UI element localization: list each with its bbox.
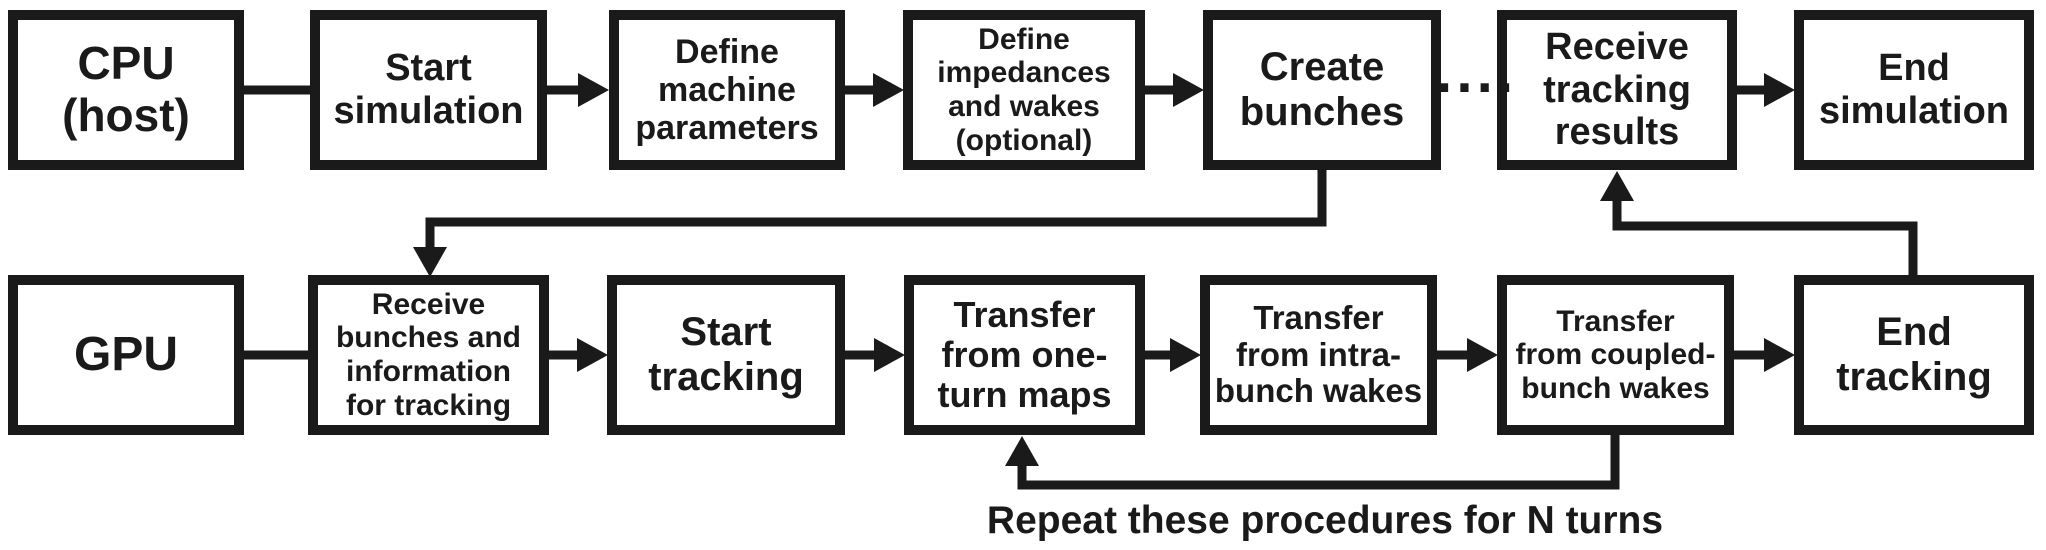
flow-box-start-tracking: Start tracking [607,275,845,435]
flow-box-end-simulation-label: End simulation [1818,47,2010,132]
flow-box-start-simulation: Start simulation [310,10,547,170]
flow-box-end-tracking-label: End tracking [1836,310,1992,399]
arrow-coupled-bunch-to-end-tracking [1730,338,1795,372]
flow-box-gpu-label: GPU [73,328,178,382]
flow-box-gpu: GPU [8,275,244,435]
loop-caption: Repeat these procedures for N turns [986,499,1664,542]
arrow-receive-bunches-to-start-tracking [545,338,608,372]
flow-box-transfer-coupled-bunch-wakes: Transfer from coupled- bunch wakes [1497,275,1734,435]
flow-box-start-tracking-label: Start tracking [648,310,804,399]
flow-box-receive-tracking-results-label: Receive tracking results [1543,26,1691,154]
arrow-end-tracking-to-receive-results [1600,171,1918,279]
flow-box-transfer-coupled-bunch-wakes-label: Transfer from coupled- bunch wakes [1515,304,1716,405]
flow-box-define-impedances-label: Define impedances and wakes (optional) [937,22,1111,157]
flow-box-end-tracking: End tracking [1794,275,2034,435]
flow-box-receive-bunches-label: Receive bunches and information for trac… [335,287,522,422]
arrow-loop-repeat-n-turns [1005,431,1620,490]
flow-box-transfer-intra-bunch-wakes: Transfer from intra- bunch wakes [1200,275,1437,435]
flow-box-start-simulation-label: Start simulation [333,47,524,132]
flow-box-transfer-one-turn-maps: Transfer from one- turn maps [904,275,1145,435]
flow-box-cpu-host: CPU (host) [8,10,244,170]
arrow-intra-bunch-to-coupled-bunch [1433,338,1498,372]
flow-box-create-bunches: Create bunches [1203,10,1441,170]
arrow-define-machine-to-define-impedances [841,73,904,107]
flow-box-end-simulation: End simulation [1794,10,2034,170]
flow-box-receive-bunches: Receive bunches and information for trac… [308,275,549,435]
arrow-one-turn-maps-to-intra-bunch [1141,338,1201,372]
flow-box-define-impedances: Define impedances and wakes (optional) [903,10,1145,170]
flow-box-define-machine-parameters: Define machine parameters [609,10,845,170]
arrow-start-tracking-to-one-turn-maps [841,338,905,372]
arrow-define-impedances-to-create-bunches [1141,73,1204,107]
flow-box-create-bunches-label: Create bunches [1239,45,1405,134]
arrow-receive-results-to-end-simulation [1733,73,1795,107]
arrow-start-simulation-to-define-machine [543,73,609,107]
flow-box-transfer-one-turn-maps-label: Transfer from one- turn maps [937,293,1112,416]
flow-box-transfer-intra-bunch-wakes-label: Transfer from intra- bunch wakes [1214,298,1423,410]
flow-box-cpu-host-label: CPU (host) [62,37,190,141]
arrow-create-bunches-to-receive-bunches [413,166,1327,277]
ellipsis-dots-icon: ···· [1436,55,1518,120]
flow-box-receive-tracking-results: Receive tracking results [1497,10,1737,170]
flow-box-define-machine-parameters-label: Define machine parameters [635,32,819,148]
